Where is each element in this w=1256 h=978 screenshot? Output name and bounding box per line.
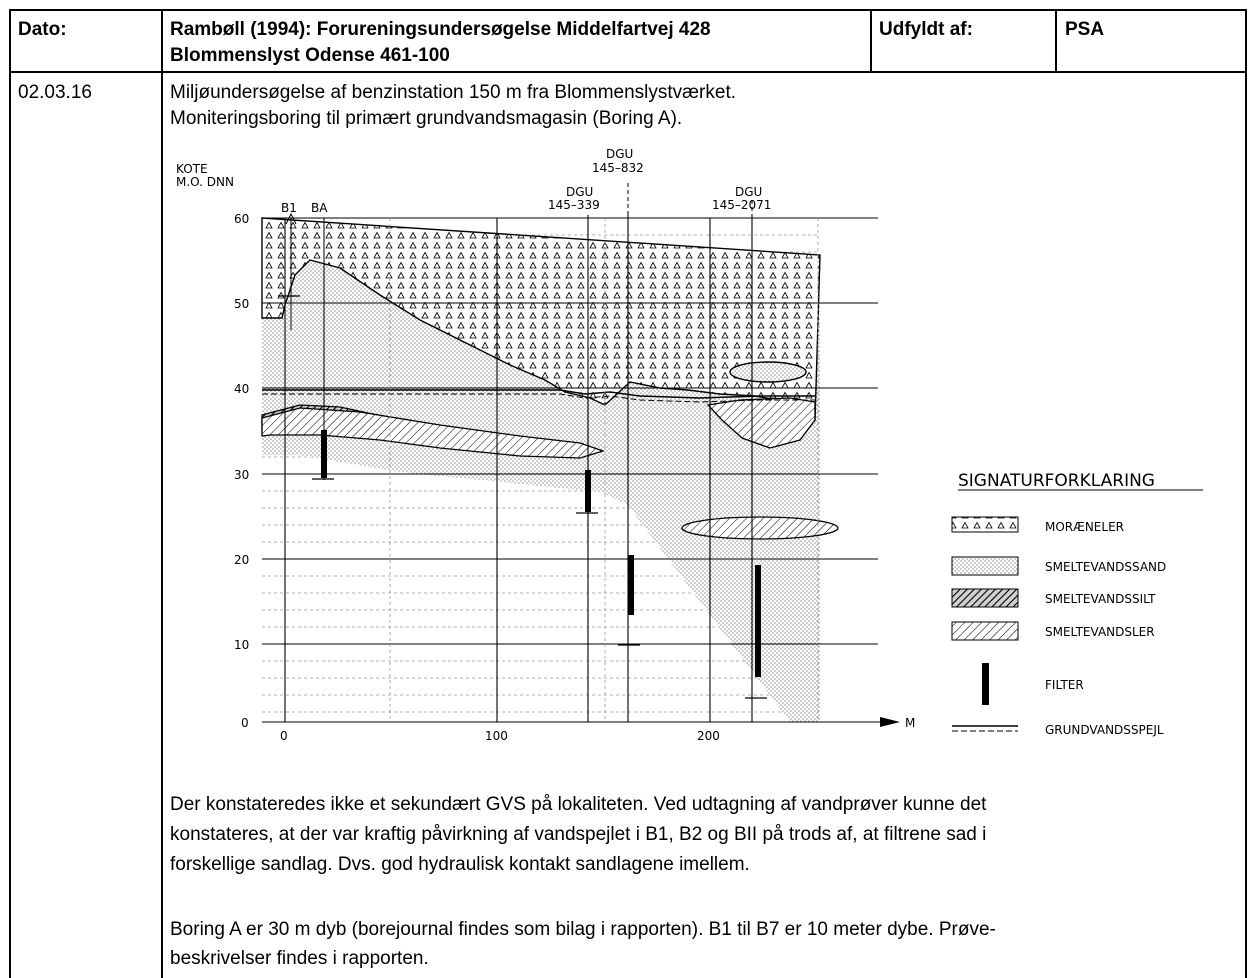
dato-label: Dato: xyxy=(18,19,67,40)
filters xyxy=(312,430,767,699)
y-tick-60: 60 xyxy=(234,212,249,226)
x-tick-200: 200 xyxy=(697,729,720,743)
label-dgu-832-a: DGU xyxy=(606,147,633,161)
source-column-divider xyxy=(870,9,872,72)
table-right-border xyxy=(1245,9,1247,978)
legend-smeltevandssand: SMELTEVANDSSAND xyxy=(1045,560,1166,574)
sand-lens xyxy=(729,361,807,383)
y-tick-40: 40 xyxy=(234,382,249,396)
x-unit: M xyxy=(905,716,915,730)
intro-line-1: Miljøundersøgelse af benzinstation 150 m… xyxy=(170,82,737,103)
label-dgu-2071-a: DGU xyxy=(735,185,762,199)
legend-filter: FILTER xyxy=(1045,678,1084,692)
paragraph-2-line-2: beskrivelser findes i rapporten. xyxy=(170,948,429,969)
moraine-clay-layer xyxy=(261,217,821,422)
date-column-divider xyxy=(161,9,163,978)
legend-title: SIGNATURFORKLARING xyxy=(958,471,1155,491)
entry-date: 02.03.16 xyxy=(18,82,92,103)
filled-by-divider xyxy=(1055,9,1057,72)
x-axis-arrow xyxy=(880,717,900,727)
label-dgu-2071-b: 145–2071 xyxy=(712,198,771,212)
y-tick-20: 20 xyxy=(234,553,249,567)
label-dgu-339-b: 145–339 xyxy=(548,198,600,212)
major-grid xyxy=(262,217,880,723)
paragraph-1-line-2: konstateres, at der var kraftig påvirkni… xyxy=(170,824,987,845)
label-dgu-832-b: 145–832 xyxy=(592,161,644,175)
clay-lens-left xyxy=(261,407,606,459)
y-title-kote: KOTE xyxy=(176,162,208,176)
x-tick-100: 100 xyxy=(485,729,508,743)
filled-by-value: PSA xyxy=(1065,19,1105,40)
y-tick-30: 30 xyxy=(234,468,249,482)
paragraph-1-line-3: forskellige sandlag. Dvs. god hydraulisk… xyxy=(170,854,750,875)
clay-lens-deep xyxy=(681,516,839,540)
legend-grundvandsspejl: GRUNDVANDSSPEJL xyxy=(1045,723,1164,737)
source-title-line2: Blommenslyst Odense 461-100 xyxy=(170,45,450,66)
geological-cross-section: KOTE M.O. DNN 60 50 40 30 20 10 0 0 100 … xyxy=(176,147,1203,743)
label-b1: B1 xyxy=(281,201,297,215)
legend-smeltevandssilt: SMELTEVANDSSILT xyxy=(1045,592,1156,606)
clay-lens-right xyxy=(706,397,816,449)
legend-smeltevandsler: SMELTEVANDSLER xyxy=(1045,625,1155,639)
paragraph-1-line-1: Der konstateredes ikke et sekundært GVS … xyxy=(170,794,987,815)
y-title-mo-dnn: M.O. DNN xyxy=(176,175,234,189)
label-ba: BA xyxy=(311,201,328,215)
y-tick-10: 10 xyxy=(234,638,249,652)
filled-by-label: Udfyldt af: xyxy=(879,19,973,40)
legend-moraeneler: MORÆNELER xyxy=(1045,520,1124,534)
legend: SIGNATURFORKLARING MORÆNELER SMELTEVANDS… xyxy=(951,471,1203,737)
header-bottom-border xyxy=(9,71,1247,73)
groundwater-table xyxy=(262,389,815,399)
x-tick-0: 0 xyxy=(280,729,288,743)
label-dgu-339-a: DGU xyxy=(566,185,593,199)
y-tick-50: 50 xyxy=(234,297,249,311)
y-tick-0: 0 xyxy=(241,716,249,730)
paragraph-2-line-1: Boring A er 30 m dyb (borejournal findes… xyxy=(170,919,996,940)
intro-line-2: Moniteringsboring til primært grundvands… xyxy=(170,108,683,129)
table-left-border xyxy=(9,9,11,978)
table-top-border xyxy=(9,9,1247,11)
source-title-line1: Rambøll (1994): Forureningsundersøgelse … xyxy=(170,19,711,40)
